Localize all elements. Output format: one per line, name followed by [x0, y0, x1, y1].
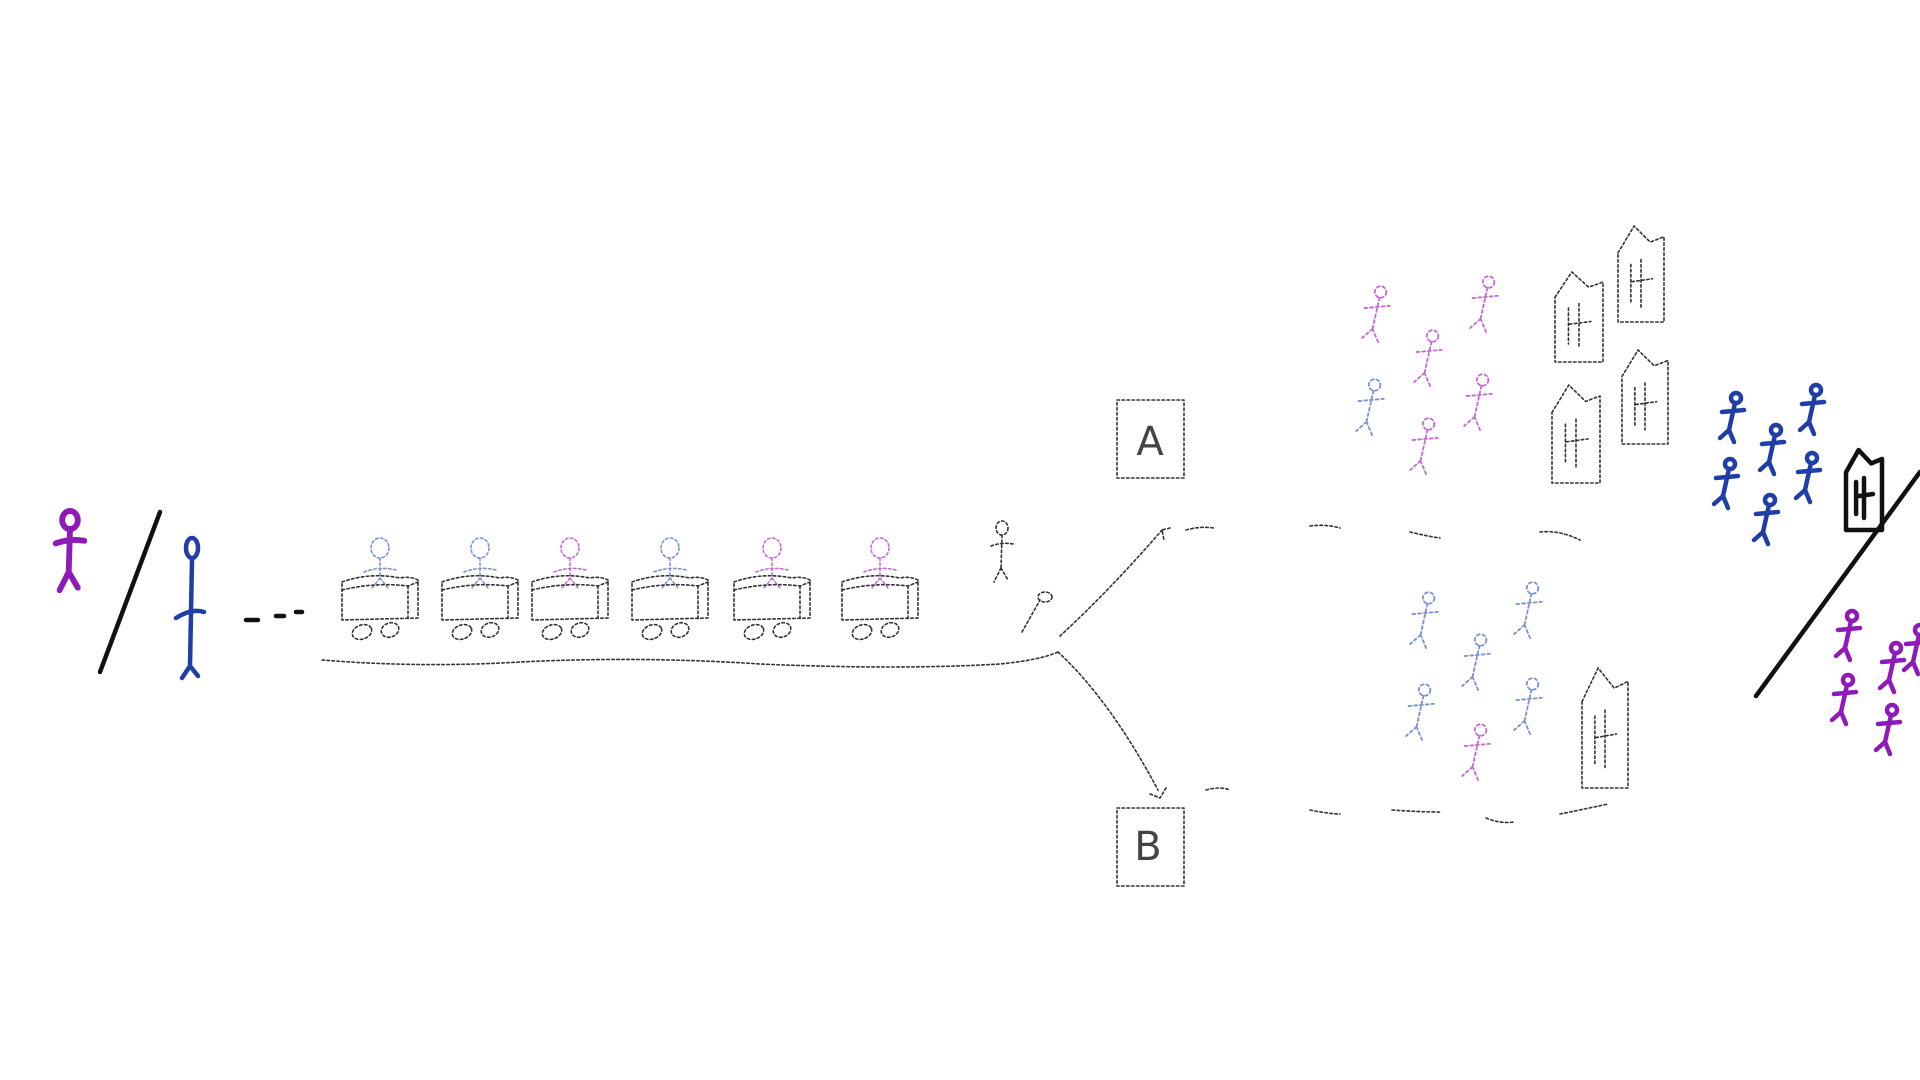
box-b-label: B — [1134, 824, 1161, 870]
arrow-icon — [1059, 527, 1171, 637]
person-icon — [1877, 640, 1907, 695]
divider-slash — [1753, 469, 1920, 699]
person-icon — [1793, 450, 1823, 505]
person-icon — [52, 507, 88, 594]
house-icon — [1551, 384, 1601, 484]
ellipsis-dashes — [243, 609, 305, 623]
person-icon — [1461, 723, 1491, 782]
person-icon — [1463, 373, 1493, 432]
person-icon — [1413, 329, 1443, 388]
house-icon — [1621, 349, 1669, 445]
cart-icon — [531, 537, 609, 641]
arrow-icon — [1057, 651, 1167, 799]
cart-icon — [733, 537, 811, 641]
person-icon — [173, 535, 207, 681]
cart-icon — [841, 537, 919, 641]
person-icon — [1469, 275, 1499, 334]
person-icon — [1405, 683, 1435, 742]
house-icon — [1617, 225, 1665, 323]
ground-track — [321, 651, 1059, 668]
right-split-group — [1711, 382, 1920, 757]
person-icon — [1461, 633, 1491, 692]
cart-icon — [341, 537, 419, 641]
cart-icon — [441, 537, 519, 641]
town-a-ground — [1185, 524, 1581, 541]
person-icon — [1355, 378, 1385, 437]
person-icon — [1797, 382, 1827, 437]
box-b: B — [1116, 807, 1185, 887]
cart-icon — [631, 537, 709, 641]
branch-paths-group — [1057, 527, 1171, 799]
person-icon — [1757, 422, 1787, 477]
town-b-ground — [1205, 787, 1609, 824]
town-b-group — [1205, 581, 1629, 824]
box-a-label: A — [1136, 419, 1164, 465]
person-icon — [1409, 591, 1439, 650]
house-icon — [1581, 667, 1629, 789]
person-icon — [1711, 456, 1741, 511]
person-icon — [1409, 417, 1439, 476]
house-icon — [1843, 447, 1885, 533]
person-icon — [1751, 492, 1781, 547]
flag-icon — [1021, 599, 1041, 633]
person-icon — [1513, 581, 1543, 640]
person-icon — [1717, 390, 1747, 445]
person-icon — [1513, 677, 1543, 736]
house-icon — [1554, 271, 1604, 363]
cart-line-group — [321, 520, 1059, 668]
left-pair-group — [52, 507, 305, 681]
person-icon — [1873, 702, 1903, 757]
person-icon — [1901, 622, 1920, 677]
person-icon — [1833, 608, 1863, 663]
town-a-group — [1185, 225, 1669, 541]
person-icon — [1829, 672, 1859, 727]
person-icon — [990, 520, 1014, 583]
person-icon — [1361, 285, 1391, 344]
divider-slash — [97, 509, 163, 675]
box-a: A — [1116, 399, 1185, 479]
